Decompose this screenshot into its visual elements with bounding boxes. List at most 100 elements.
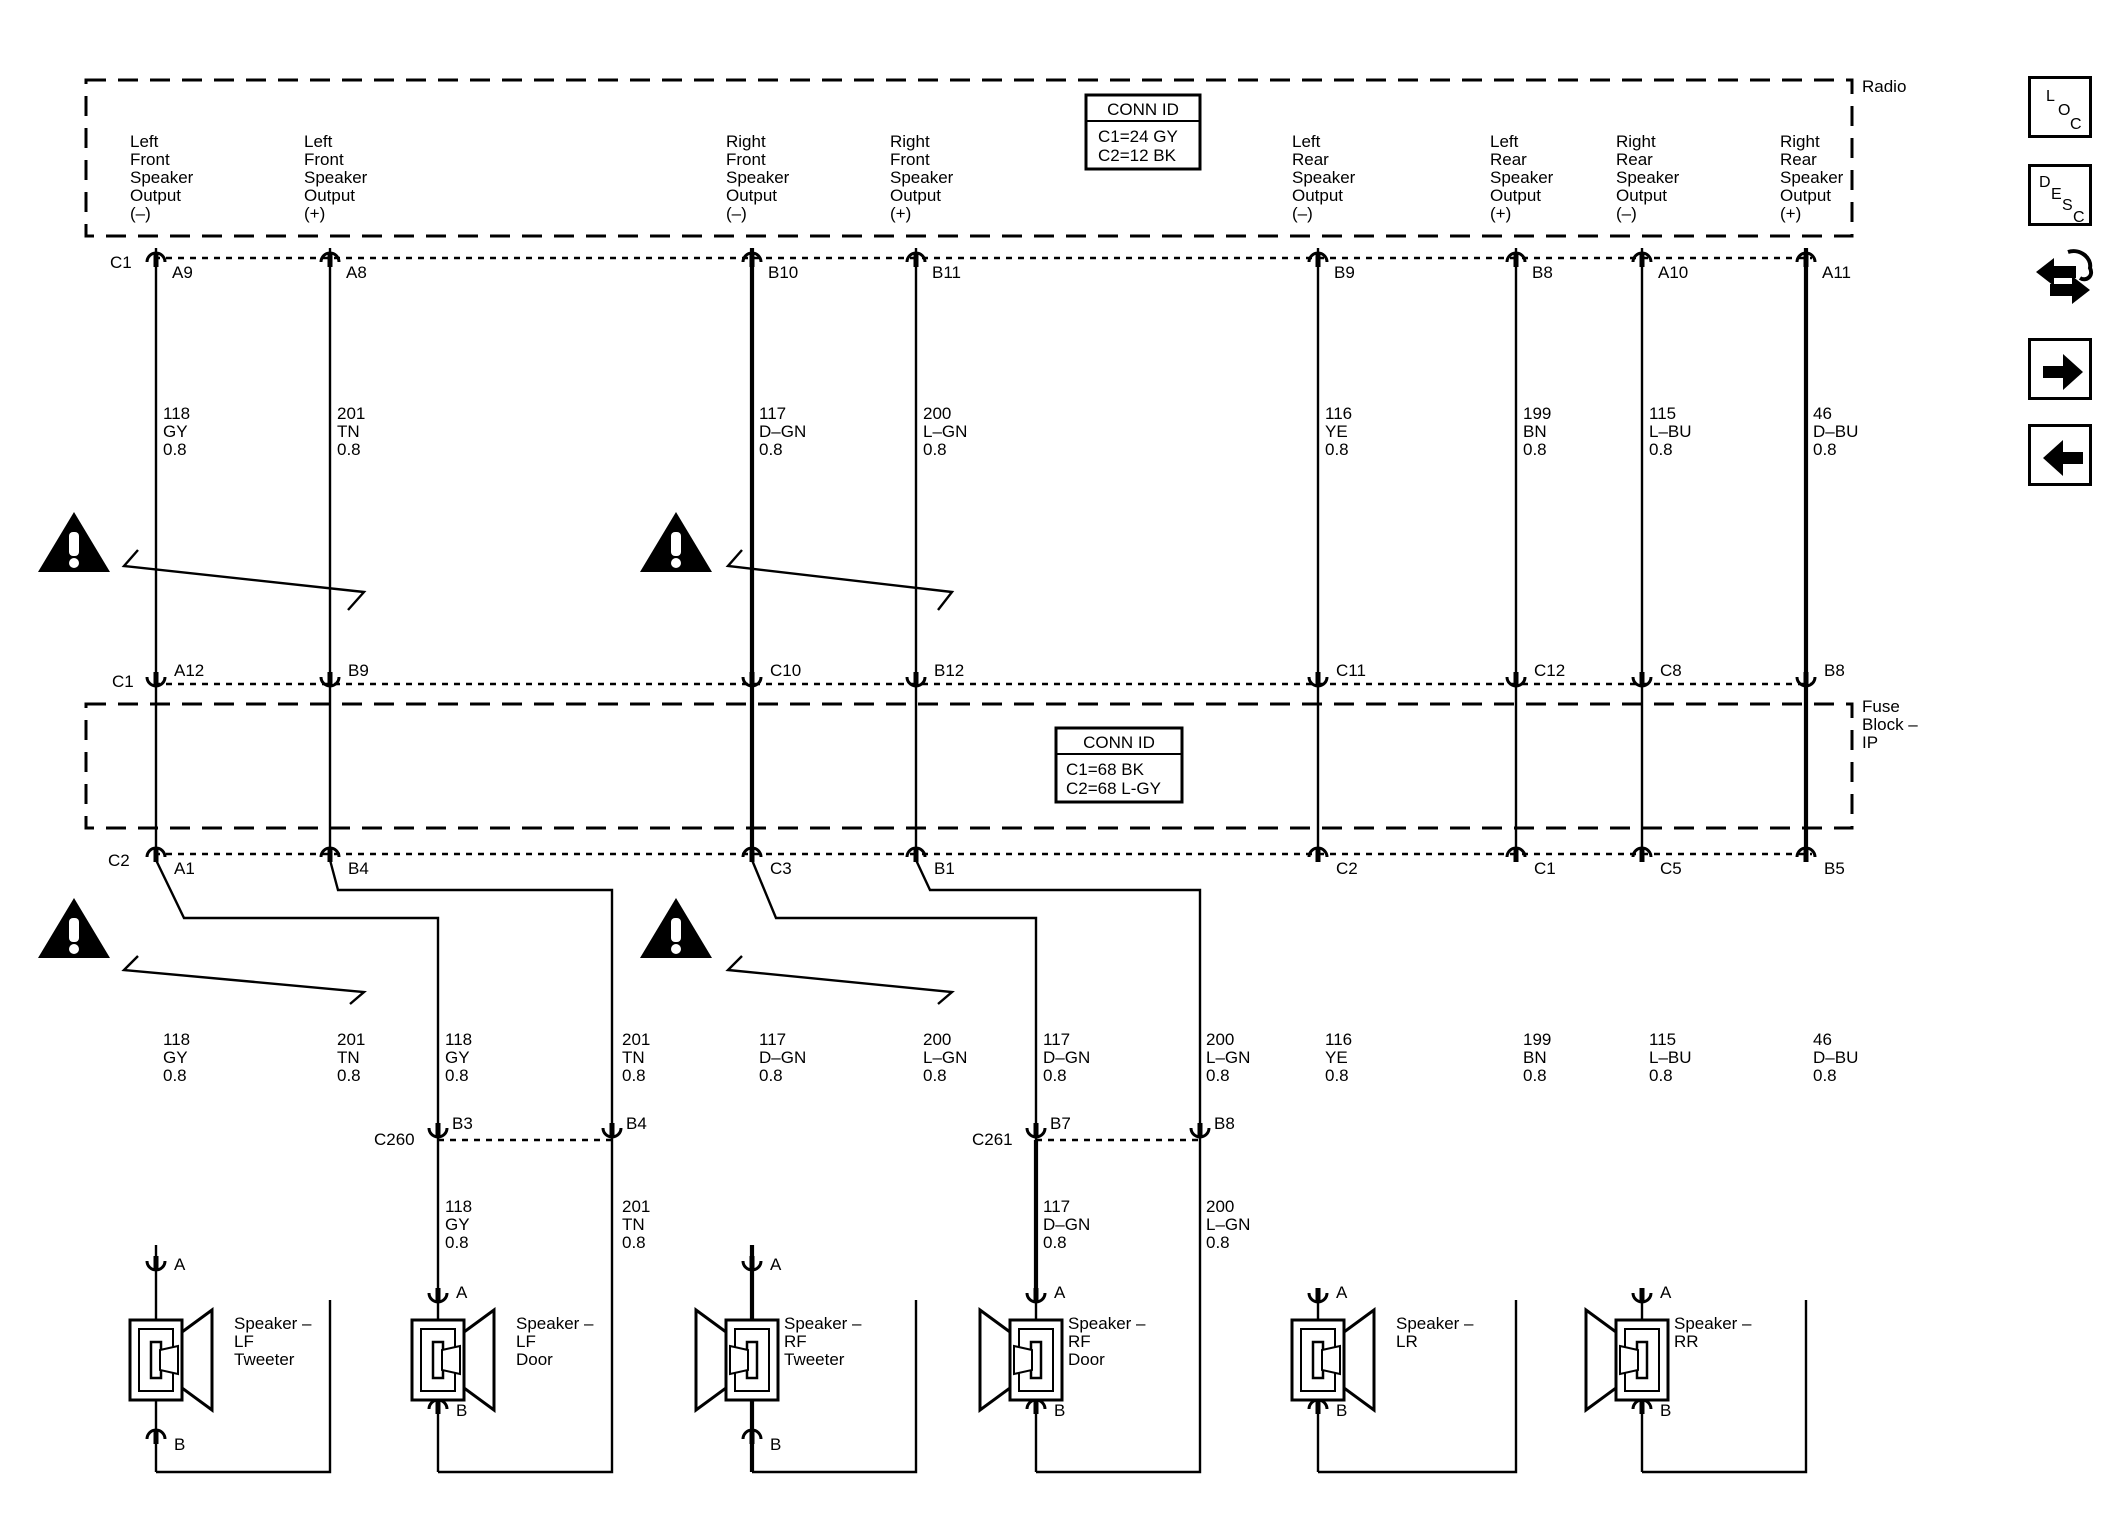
speaker-cone [1619, 1344, 1639, 1376]
pin-label: B [1660, 1401, 1671, 1420]
return-wire [438, 1300, 614, 1474]
wire-label: 0.8 [1325, 1066, 1349, 1085]
speaker-label: Speaker – [1068, 1314, 1146, 1333]
speaker-label: Tweeter [234, 1350, 295, 1369]
twisted-pair-break [121, 549, 367, 611]
wire-label: 200 [1206, 1030, 1234, 1049]
radio-output-label: Right [726, 132, 766, 151]
wire-label: 201 [337, 1030, 365, 1049]
pin-label: A8 [346, 263, 367, 282]
radio-output-label: Speaker [1616, 168, 1680, 187]
connector-pin [1505, 676, 1527, 688]
connector-pin [741, 1260, 763, 1272]
speaker-icon [1290, 1307, 1376, 1413]
connector-pin [741, 676, 763, 688]
previous-page-button[interactable] [2028, 424, 2092, 486]
pin-label: B [1336, 1401, 1347, 1420]
wire-label: 200 [923, 1030, 951, 1049]
svg-text:L: L [2046, 88, 2055, 105]
wire-label: 0.8 [1649, 440, 1673, 459]
connector-pin [905, 676, 927, 688]
connector-pin [905, 846, 927, 858]
pin-label: B8 [1214, 1114, 1235, 1133]
wire-label: 0.8 [759, 1066, 783, 1085]
wire-label: L–GN [1206, 1048, 1250, 1067]
wire-label: D–GN [759, 422, 806, 441]
speaker-cone [1321, 1344, 1341, 1376]
caution-icon [640, 898, 712, 958]
wire-label: GY [445, 1215, 470, 1234]
wire-label: BN [1523, 1048, 1547, 1067]
connector-pin [741, 846, 763, 858]
connector-pin [1631, 1292, 1653, 1304]
radio-conn-id-title: CONN ID [1107, 100, 1179, 119]
loc-button[interactable]: L O C [2028, 76, 2092, 138]
pin-label: C3 [770, 859, 792, 878]
pin-label: B10 [768, 263, 798, 282]
desc-button[interactable]: D E S C [2028, 164, 2092, 226]
wire-label: 115 [1649, 404, 1676, 423]
radio-output-label: Output [726, 186, 777, 205]
wire-label: 200 [923, 404, 951, 423]
radio-output-label: Front [726, 150, 766, 169]
radio-output-label: Left [1292, 132, 1321, 151]
fuse-block-label: Fuse Block – IP [1862, 697, 1918, 752]
radio-output-label: Output [1780, 186, 1831, 205]
connector-pin [905, 251, 927, 263]
speaker-icon [694, 1307, 780, 1413]
wire-label: GY [163, 422, 188, 441]
loc-icon: L O C [2046, 88, 2082, 133]
return-wire [1318, 1300, 1518, 1474]
radio-conn-id-line: C1=24 GY [1098, 127, 1178, 146]
svg-text:C1=68 BK: C1=68 BK [1066, 760, 1145, 779]
speaker-cone [729, 1344, 749, 1376]
radio-output-label: (–) [130, 204, 151, 223]
wire-label: L–BU [1649, 422, 1692, 441]
branch-wire [914, 859, 1202, 1140]
wire-label: 0.8 [923, 440, 947, 459]
connector-pin [1795, 676, 1817, 688]
wire-label: 201 [337, 404, 365, 423]
wire-label: BN [1523, 422, 1547, 441]
wire-label: 0.8 [622, 1066, 646, 1085]
wire-label: 116 [1325, 404, 1352, 423]
wire-label: L–BU [1649, 1048, 1692, 1067]
wire-label: 0.8 [1523, 440, 1547, 459]
radio-conn-id: CONN ID C1=24 GY C2=12 BK [1084, 93, 1202, 171]
wire-label: 0.8 [1043, 1066, 1067, 1085]
connector-pin [1307, 1398, 1329, 1410]
wire-label: 0.8 [1523, 1066, 1547, 1085]
pin-label: A10 [1658, 263, 1688, 282]
radio-output-label: (–) [726, 204, 747, 223]
svg-text:C2=68 L-GY: C2=68 L-GY [1066, 779, 1161, 798]
connector-pin [1631, 251, 1653, 263]
radio-box [84, 78, 1854, 238]
connector-pin [1631, 1398, 1653, 1410]
radio-output-label: Speaker [1490, 168, 1554, 187]
svg-text:C: C [2070, 116, 2082, 133]
radio-output-label: Rear [1616, 150, 1653, 169]
pin-label: B [174, 1435, 185, 1454]
speaker-icon [978, 1307, 1064, 1413]
connector-pin [741, 1428, 763, 1440]
connector-pin [1505, 846, 1527, 858]
schematic-link-button[interactable] [2028, 246, 2098, 316]
wire-label: D–GN [759, 1048, 806, 1067]
return-wire [1642, 1300, 1808, 1474]
return-wire [752, 1300, 918, 1474]
pin-label: C8 [1660, 661, 1682, 680]
radio-output-label: Right [890, 132, 930, 151]
radio-output-label: Speaker [304, 168, 368, 187]
next-page-button[interactable] [2028, 338, 2092, 400]
radio-output-label: Speaker [726, 168, 790, 187]
radio-output-label: Left [304, 132, 333, 151]
radio-output-label: Left [1490, 132, 1519, 151]
speaker-cone [441, 1344, 461, 1376]
connector-pin [427, 1127, 449, 1139]
speaker-cone [1342, 1307, 1376, 1413]
pin-label: B12 [934, 661, 964, 680]
c260-label: C260 [374, 1130, 415, 1149]
wire-label: 117 [759, 404, 786, 423]
pin-label: C1 [1534, 859, 1556, 878]
pin-label: A [770, 1255, 782, 1274]
